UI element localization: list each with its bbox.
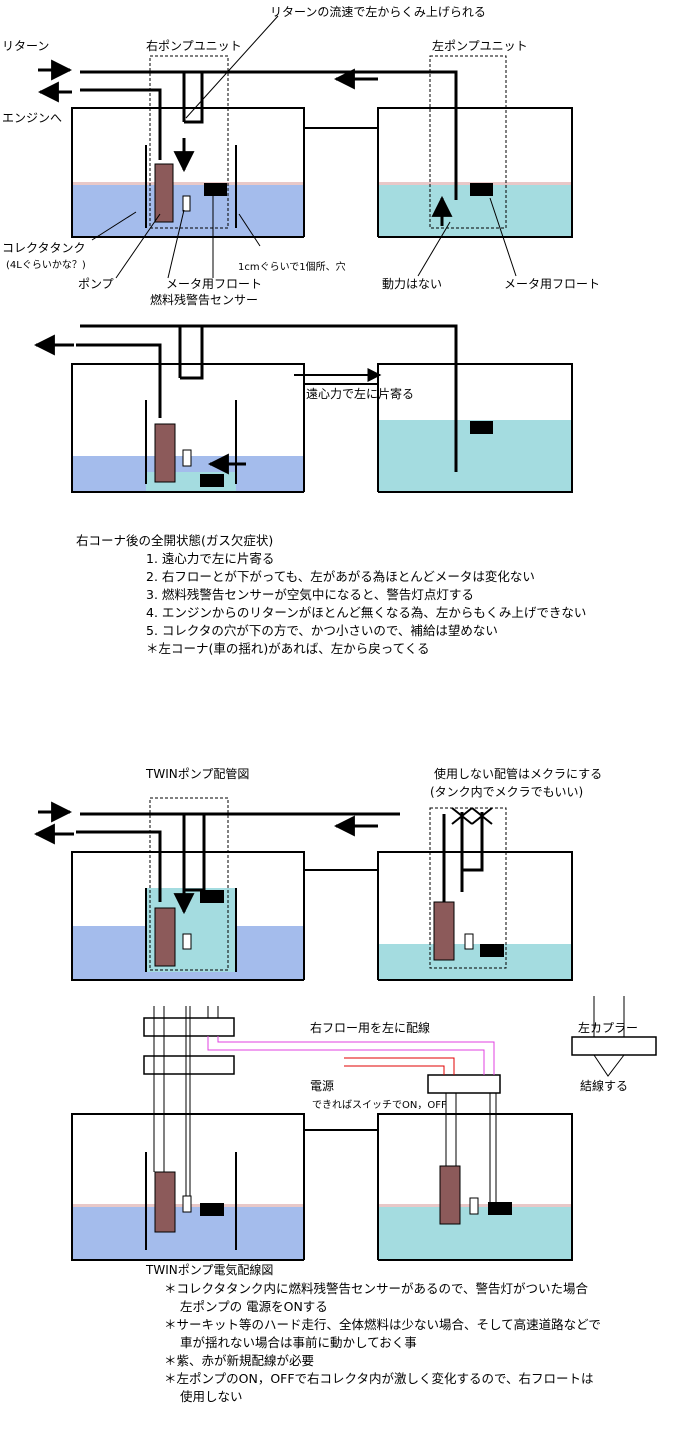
- left-coupler: [571, 1036, 657, 1056]
- diagram1-tank-normal: [37, 15, 573, 279]
- meter-float-2: [200, 474, 224, 487]
- fuel-sensor-label: 燃料残警告センサー: [150, 292, 258, 307]
- return-pipe: [80, 70, 458, 200]
- diagram4-twin-pump-wiring: 右フロー用を左に配線 左カプラー 結線する 電源 できればスイッチでON，OFF…: [71, 996, 657, 1277]
- left-sensor-3: [464, 933, 474, 950]
- return-label: リターン: [2, 39, 49, 53]
- notes1-item-6: ＊左コーナ(車の揺れ)があれば、左から戻ってくる: [146, 641, 430, 656]
- left-pump-4: [439, 1165, 461, 1225]
- pump-4: [154, 1171, 176, 1233]
- pump-3: [154, 907, 176, 967]
- left-meter-float-2: [470, 421, 493, 434]
- pump-2: [154, 423, 176, 483]
- red-wire-2: [344, 1065, 445, 1075]
- left-meter-float-label: メータ用フロート: [504, 277, 600, 291]
- left-meter-float-3: [480, 944, 504, 957]
- meter-float-4: [200, 1203, 224, 1216]
- hole-leader: [238, 213, 261, 247]
- left-pump-3: [433, 901, 455, 961]
- fuel-warning-sensor-4: [182, 1195, 192, 1213]
- purple-wire-2: [217, 1036, 495, 1075]
- sensor-leader: [167, 209, 185, 279]
- tank-outline-3: [71, 851, 573, 981]
- switch-note: できればスイッチでON，OFF: [312, 1099, 447, 1111]
- left-sensor-4: [469, 1197, 479, 1215]
- unused-pipe-note: 使用しない配管はメクラにする: [434, 766, 602, 781]
- power-label: 電源: [310, 1079, 334, 1093]
- no-power-leader: [417, 221, 451, 277]
- collector-volume-label: (4Lぐらいかな？): [6, 259, 86, 271]
- pump-leader: [115, 213, 161, 279]
- collector-tank-label: コレクタタンク: [2, 241, 86, 255]
- purple-wire-1: [207, 1036, 485, 1075]
- left-pump-unit-box: [429, 55, 507, 229]
- meter-float-label: メータ用フロート: [166, 277, 262, 291]
- notes2-item-2: ＊サーキット等のハード走行、全体燃料は少ない場合、そして高速道路などで: [164, 1317, 601, 1332]
- engine-pipe: [80, 88, 162, 160]
- meter-float: [204, 183, 227, 196]
- tank-outline-4: [71, 1113, 573, 1261]
- left-pump-coupler: [427, 1074, 501, 1094]
- engine-pipe-2: [76, 343, 162, 418]
- fuel-warning-sensor-3: [182, 933, 192, 950]
- right-pump-unit-label: 右ポンプユニット: [146, 38, 242, 53]
- right-fuel-fill-4: [72, 1204, 304, 1260]
- hole-note: 1cmぐらいで1個所、穴: [238, 260, 346, 273]
- notes2-item-1: ＊コレクタタンク内に燃料残警告センサーがあるので、警告灯がついた場合: [164, 1281, 589, 1296]
- centrifugal-label: 遠心力で左に片寄る: [306, 386, 414, 401]
- left-float-leader: [489, 197, 517, 277]
- fuel-warning-sensor-2: [182, 449, 192, 467]
- diagram2-tank-after-corner: 遠心力で左に片寄る: [33, 324, 573, 493]
- right-coupler-bottom: [143, 1055, 235, 1075]
- plug-mark-1: [451, 807, 473, 825]
- right-float-wiring-label: 右フロー用を左に配線: [310, 1020, 430, 1035]
- notes1-item-2: 2. 右フローとが下がっても、左があがる為ほとんどメータは変化ない: [146, 569, 535, 584]
- return-flow-leader: [185, 15, 279, 119]
- left-pump-unit-box-3: [429, 807, 507, 969]
- right-fuel-tint: [72, 182, 304, 185]
- pump: [154, 163, 174, 223]
- fuel-warning-sensor: [182, 195, 191, 212]
- notes2-item-4: ＊左ポンプのON，OFFで右コレクタ内が激しく変化するので、右フロートは: [164, 1371, 594, 1386]
- left-fuel-fill-3: [378, 944, 572, 980]
- notes2-item-2b: 車が揺れない場合は事前に動かしておく事: [180, 1335, 417, 1350]
- return-pipe-2: [80, 324, 458, 472]
- no-power-label: 動力はない: [382, 277, 442, 291]
- diagram3-twin-pump-piping: TWINポンプ配管図 使用しない配管はメクラにする (タンク内でメクラでもいい): [33, 766, 602, 981]
- right-coupler-top: [143, 1017, 235, 1037]
- meter-float-3: [200, 890, 224, 903]
- notes1-item-3: 3. 燃料残警告センサーが空気中になると、警告灯点灯する: [146, 587, 474, 602]
- notes2-item-3: ＊紫、赤が新規配線が必要: [164, 1353, 315, 1368]
- tank-outline-2: [71, 363, 573, 493]
- left-pump-unit-label: 左ポンプユニット: [432, 38, 528, 53]
- notes2-item-1b: 左ポンプの 電源をONする: [180, 1299, 328, 1314]
- notes2-item-4b: 使用しない: [180, 1389, 243, 1404]
- pump-label: ポンプ: [78, 277, 114, 291]
- return-flow-note: リターンの流速で左からくみ上げられる: [270, 4, 486, 19]
- twin-piping-title: TWINポンプ配管図: [145, 766, 249, 781]
- plug-mark-2: [471, 807, 493, 825]
- engine-pipe-3: [76, 830, 162, 902]
- collector-leader: [91, 211, 137, 241]
- engine-label: エンジンへ: [2, 111, 62, 125]
- connect-leader: [593, 1054, 625, 1077]
- wiring-title: TWINポンプ電気配線図: [145, 1262, 273, 1277]
- red-wire-1: [344, 1057, 455, 1075]
- notes1-item-1: 1. 遠心力で左に片寄る: [146, 551, 275, 566]
- notes1-item-5: 5. コレクタの穴が下の方で、かつ小さいので、補給は望めない: [146, 623, 498, 638]
- unused-pipe-note-2: (タンク内でメクラでもいい): [430, 785, 583, 799]
- left-meter-float-4: [488, 1202, 512, 1215]
- connect-label: 結線する: [580, 1078, 628, 1093]
- diagram1-labels: リターンの流速で左からくみ上げられる リターン 右ポンプユニット 左ポンプユニッ…: [2, 4, 600, 307]
- left-meter-float: [470, 183, 493, 196]
- tank-outline: [71, 107, 573, 238]
- notes1-title: 右コーナ後の全開状態(ガス欠症状): [76, 533, 274, 548]
- left-coupler-label: 左カプラー: [578, 1020, 638, 1035]
- notes1-item-4: 4. エンジンからのリターンがほとんど無くなる為、左からもくみ上げできない: [146, 605, 587, 620]
